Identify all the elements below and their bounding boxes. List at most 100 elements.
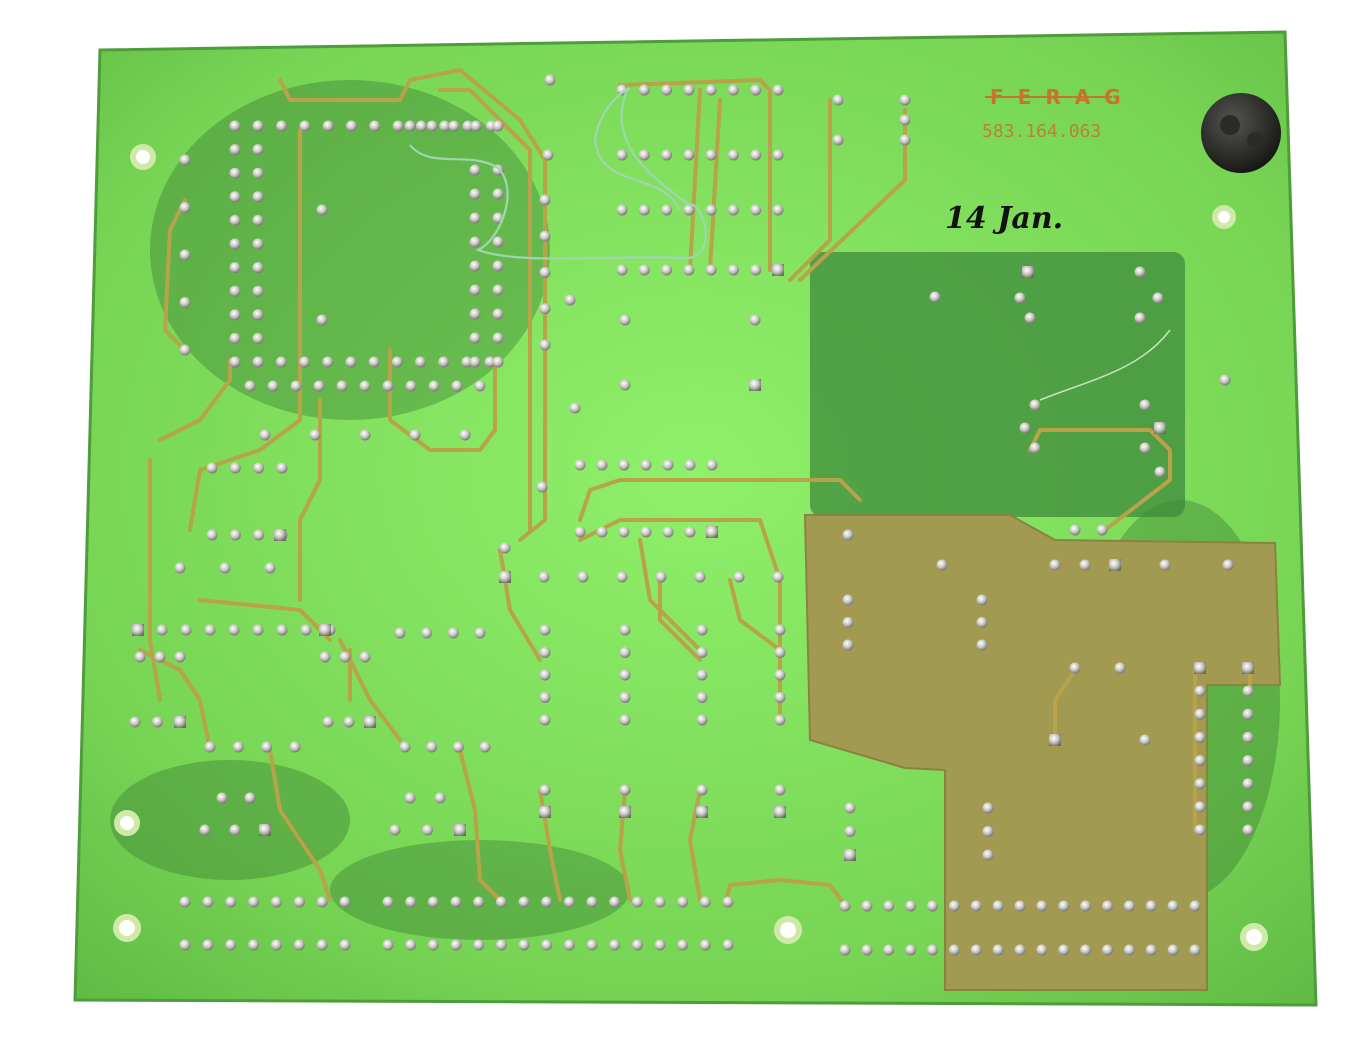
solder-pad <box>538 571 550 583</box>
solder-pad <box>1145 944 1157 956</box>
solder-pad <box>1159 559 1171 571</box>
solder-pad <box>1194 755 1206 767</box>
solder-pad <box>899 94 911 106</box>
solder-pad <box>252 356 264 368</box>
solder-pad <box>1049 559 1061 571</box>
solder-pad <box>204 624 216 636</box>
silkscreen-marking: FERAG 583.164.063 <box>982 85 1121 142</box>
solder-pad <box>252 191 264 203</box>
solder-pad <box>1080 944 1092 956</box>
solder-pad <box>202 896 214 908</box>
solder-pad <box>448 120 460 132</box>
solder-pad <box>661 149 673 161</box>
trace <box>298 398 322 602</box>
solder-pad <box>772 204 784 216</box>
solder-pad <box>727 149 739 161</box>
solder-pad <box>199 824 211 836</box>
solder-pad <box>179 939 191 951</box>
solder-pad <box>1014 292 1026 304</box>
solder-pad <box>382 896 394 908</box>
solder-pad <box>434 792 446 804</box>
solder-pad <box>1102 900 1113 912</box>
solder-pad <box>948 900 960 912</box>
square-pad <box>1194 662 1206 674</box>
solder-pad <box>1058 900 1070 912</box>
solder-pad <box>179 202 191 213</box>
solder-pad <box>1029 442 1041 454</box>
solder-pad <box>316 204 328 216</box>
trace <box>578 478 862 522</box>
solder-pad <box>156 624 168 636</box>
solder-pad <box>1139 734 1151 746</box>
solder-pad <box>696 692 708 703</box>
solder-pad <box>1123 900 1135 912</box>
solder-pad <box>544 74 556 86</box>
solder-pad <box>638 149 650 161</box>
solder-pad <box>290 380 302 392</box>
square-pad <box>1049 734 1061 746</box>
solder-pad <box>492 308 504 320</box>
solder-pad <box>638 204 650 216</box>
solder-pad <box>705 264 717 276</box>
solder-pad <box>1194 685 1206 697</box>
solder-pad <box>270 896 282 908</box>
solder-pad <box>839 900 851 912</box>
solder-pad <box>447 627 459 639</box>
jumper-wire <box>409 87 707 260</box>
solder-pad <box>596 526 608 538</box>
solder-pad <box>474 380 486 392</box>
solder-pad <box>422 824 433 836</box>
solder-pad <box>619 647 631 658</box>
part-number: 583.164.063 <box>982 121 1101 142</box>
mounting-hole <box>774 916 802 944</box>
solder-pad <box>832 134 844 146</box>
solder-pad <box>774 784 786 796</box>
solder-pad <box>1242 824 1254 836</box>
solder-pad <box>421 627 433 639</box>
solder-pad <box>727 84 739 96</box>
solder-pad <box>662 526 674 538</box>
solder-pad <box>346 120 357 132</box>
solder-pad <box>299 120 311 132</box>
solder-pad <box>174 651 186 663</box>
solder-pad <box>414 356 426 368</box>
solder-pad <box>927 900 938 912</box>
solder-pad <box>883 944 895 956</box>
solder-pad <box>252 262 264 274</box>
solder-pad <box>750 264 762 276</box>
solder-pad <box>1036 900 1048 912</box>
solder-pad <box>699 939 711 951</box>
solder-pad <box>905 900 917 912</box>
solder-pad <box>469 308 481 320</box>
square-pad <box>706 526 718 538</box>
solder-pad <box>616 571 628 583</box>
solder-pad <box>1019 422 1031 434</box>
trace <box>158 358 232 442</box>
solder-pad <box>216 792 228 804</box>
solder-pad <box>661 264 673 276</box>
solder-pad <box>129 716 141 728</box>
solder-pad <box>1145 900 1157 912</box>
solder-pad <box>339 651 351 663</box>
solder-pad <box>661 204 673 216</box>
solder-pad <box>299 356 311 368</box>
square-pad <box>364 716 376 728</box>
square-pad <box>1154 422 1166 434</box>
solder-pad <box>839 944 851 956</box>
solder-pad <box>495 896 507 908</box>
trace <box>268 748 332 902</box>
solder-pad <box>706 459 718 471</box>
solder-pad <box>369 120 381 132</box>
solder-pad <box>229 167 241 179</box>
solder-pad <box>438 356 450 368</box>
solder-pad <box>684 526 696 538</box>
solder-pad <box>391 356 403 368</box>
solder-pad <box>1079 559 1091 571</box>
solder-pad <box>469 284 481 296</box>
solder-pad <box>275 356 287 368</box>
trace <box>1038 428 1172 532</box>
solder-pad <box>1222 559 1234 571</box>
solder-pad <box>844 802 856 814</box>
solder-pad <box>705 84 717 96</box>
solder-pad <box>976 639 988 651</box>
